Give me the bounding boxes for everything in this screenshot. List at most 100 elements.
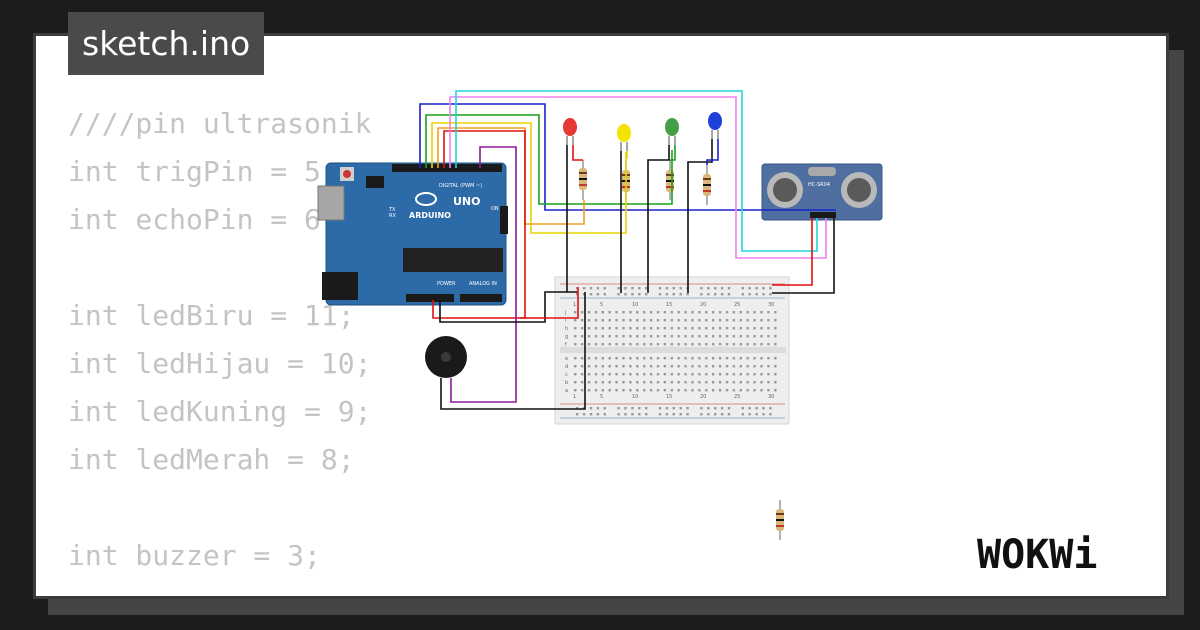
breadboard-hole [643, 357, 646, 360]
breadboard-hole [739, 357, 742, 360]
breadboard-hole [739, 319, 742, 322]
breadboard-hole [638, 293, 641, 296]
sensor-crystal [808, 167, 836, 176]
breadboard-hole [707, 413, 710, 416]
breadboard-hole [705, 381, 708, 384]
breadboard-hole [670, 357, 673, 360]
breadboard-hole [746, 319, 749, 322]
breadboard-hole [684, 343, 687, 346]
digital-header-label: DIGITAL (PWM ~) [439, 183, 482, 189]
breadboard-hole [629, 373, 632, 376]
breadboard-hole [594, 389, 598, 392]
power-header-label: POWER [437, 281, 456, 287]
breadboard-hole [698, 381, 701, 384]
breadboard-hole [760, 373, 763, 376]
breadboard-hole [762, 287, 765, 290]
breadboard-hole [732, 311, 736, 314]
breadboard-hole [601, 381, 604, 384]
bb-col-number: 25 [734, 302, 740, 308]
bb-col-number: 20 [700, 394, 706, 400]
breadboard-hole [643, 373, 646, 376]
breadboard-hole [705, 311, 708, 314]
breadboard-hole [686, 407, 689, 410]
breadboard-hole [658, 413, 662, 416]
breadboard-hole [767, 335, 770, 338]
bb-row-letter: j [564, 310, 566, 316]
breadboard-hole [631, 293, 634, 296]
breadboard-hole [691, 373, 694, 376]
breadboard-hole [608, 319, 611, 322]
breadboard-hole [700, 287, 703, 290]
breadboard-hole [601, 335, 604, 338]
breadboard-hole [587, 319, 591, 322]
breadboard-hole [649, 319, 653, 322]
breadboard-hole [656, 389, 660, 392]
breadboard-hole [714, 407, 717, 410]
breadboard-hole [727, 413, 731, 416]
breadboard-hole [677, 327, 680, 330]
breadboard-hole [767, 365, 770, 368]
breadboard-hole [601, 311, 604, 314]
bb-col-number: 10 [632, 394, 638, 400]
breadboard-hole [679, 287, 682, 290]
breadboard-hole [663, 319, 667, 322]
breadboard-hole [594, 319, 598, 322]
breadboard-hole [712, 389, 715, 392]
breadboard-hole [760, 389, 763, 392]
code-line: ////pin ultrasonik [68, 107, 372, 140]
resistor-4 [703, 165, 711, 205]
breadboard-hole [638, 413, 641, 416]
breadboard-hole [746, 311, 749, 314]
breadboard-hole [753, 389, 756, 392]
breadboard-hole [670, 373, 673, 376]
breadboard-hole [739, 335, 742, 338]
bb-col-number: 15 [666, 302, 672, 308]
breadboard-hole [684, 311, 687, 314]
breadboard-hole [672, 293, 675, 296]
breadboard-hole [601, 327, 604, 330]
breadboard-hole [686, 293, 689, 296]
breadboard-hole [622, 311, 625, 314]
breadboard-hole [748, 413, 751, 416]
breadboard-hole [691, 365, 694, 368]
breadboard-hole [677, 365, 680, 368]
wire-black-buzzer [440, 292, 586, 410]
breadboard-hole [645, 293, 648, 296]
breadboard-hole [596, 293, 600, 296]
breadboard-hole [670, 381, 673, 384]
breadboard-hole [753, 365, 756, 368]
breadboard-hole [698, 365, 701, 368]
wire-purple [450, 146, 517, 403]
breadboard-hole [645, 413, 648, 416]
breadboard-hole [698, 319, 701, 322]
breadboard-hole [615, 365, 618, 368]
breadboard-hole [645, 287, 648, 290]
breadboard-hole [603, 293, 606, 296]
breadboard-hole [769, 293, 772, 296]
breadboard-hole [700, 407, 703, 410]
wire-pink [449, 96, 827, 259]
breadboard-hole [643, 335, 646, 338]
resistor-band [776, 519, 784, 521]
analog-header-label: ANALOG IN [469, 281, 497, 287]
atmega-chip [403, 248, 503, 272]
bb-col-number: 1 [573, 394, 576, 400]
breadboard-hole [684, 373, 687, 376]
breadboard-hole [629, 381, 632, 384]
breadboard-hole [767, 357, 770, 360]
breadboard-holes [574, 287, 777, 416]
breadboard-hole [615, 319, 618, 322]
wokwi-logo: WOKWi [977, 532, 1097, 578]
resistor-band [776, 525, 784, 527]
resistor-band [776, 513, 784, 515]
icsp2-header [500, 206, 508, 234]
breadboard-hole [587, 389, 591, 392]
breadboard-hole [732, 327, 736, 330]
breadboard-hole [684, 327, 687, 330]
breadboard-hole [617, 293, 620, 296]
code-line: int ledMerah = 8; [68, 443, 355, 476]
breadboard-hole [636, 327, 639, 330]
breadboard-hole [658, 287, 662, 290]
resistor-band [703, 178, 711, 180]
breadboard-hole [760, 327, 763, 330]
